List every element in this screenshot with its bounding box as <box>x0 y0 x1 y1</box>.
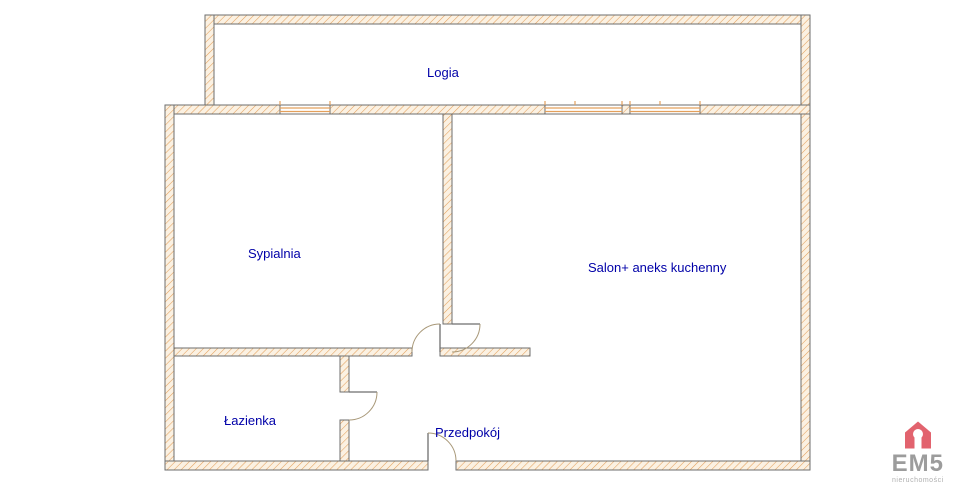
house-icon <box>904 421 931 449</box>
wall-interior-lazienka-upper <box>339 355 350 393</box>
wall-top-segment-3 <box>621 104 631 115</box>
door-sypialnia <box>411 323 441 353</box>
room-label-salon: Salon+ aneks kuchenny <box>588 260 727 275</box>
room-label-logia: Logia <box>427 65 459 80</box>
wall-logia-right <box>800 14 811 106</box>
room-label-przedpokoj: Przedpokój <box>435 425 501 440</box>
window-salon-1 <box>544 101 623 115</box>
wall-bottom-segment-1 <box>164 460 429 471</box>
wall-left <box>164 104 175 471</box>
wall-right <box>800 113 811 471</box>
agency-logo: EM5 nieruchomości <box>892 420 944 485</box>
wall-logia-top <box>204 14 811 25</box>
wall-top-segment-4 <box>699 104 811 115</box>
door-entrance <box>427 432 457 462</box>
door-lazienka <box>348 391 378 421</box>
wall-top-segment-2 <box>329 104 546 115</box>
logo-subtitle: nieruchomości <box>892 477 944 484</box>
window-salon-2 <box>629 101 701 115</box>
logo-text: EM5 <box>891 450 944 477</box>
wall-top-segment-1 <box>164 104 281 115</box>
wall-bottom-segment-2 <box>455 460 811 471</box>
window-sypialnia <box>279 101 331 115</box>
wall-interior-sypialnia-salon <box>442 113 453 325</box>
wall-interior-lazienka-lower <box>339 419 350 462</box>
door-salon <box>451 323 481 353</box>
wall-logia-left <box>204 14 215 106</box>
room-label-sypialnia: Sypialnia <box>248 246 301 261</box>
room-label-lazienka: Łazienka <box>224 413 277 428</box>
wall-interior-below-sypialnia <box>173 347 413 357</box>
